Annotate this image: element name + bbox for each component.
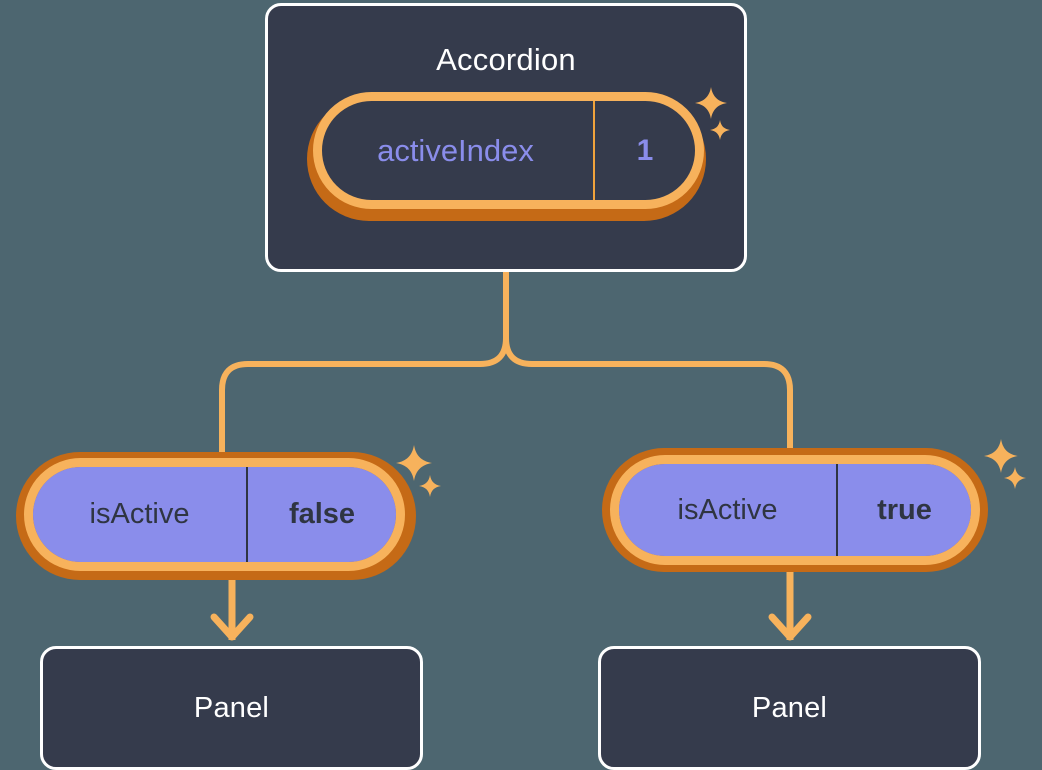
branch-right-state-value: true <box>838 464 971 556</box>
wire-branch-right <box>503 335 793 451</box>
branch-left-state-pill[interactable]: isActive false <box>24 458 405 571</box>
wire-arrow-right-head <box>768 613 812 641</box>
branch-left-state-key: isActive <box>33 467 248 562</box>
accordion-node-label: Accordion <box>436 42 576 77</box>
panel-node-right[interactable]: Panel <box>598 646 981 770</box>
branch-right-state-pill[interactable]: isActive true <box>610 455 980 565</box>
accordion-state-value: 1 <box>636 133 654 167</box>
branch-right-state-key: isActive <box>619 464 838 556</box>
branch-left-state-value: false <box>248 467 396 562</box>
panel-node-right-label: Panel <box>751 691 828 724</box>
wire-branch-left <box>219 335 509 455</box>
panel-node-left-label: Panel <box>193 691 270 724</box>
wire-arrow-left-head <box>210 613 254 641</box>
accordion-state-key: activeIndex <box>322 101 595 200</box>
panel-node-left[interactable]: Panel <box>40 646 423 770</box>
accordion-state-pill[interactable]: activeIndex 1 <box>313 92 704 209</box>
sparkle-icon <box>418 474 442 498</box>
sparkle-icon <box>1003 466 1027 490</box>
sparkle-icon <box>983 438 1019 474</box>
